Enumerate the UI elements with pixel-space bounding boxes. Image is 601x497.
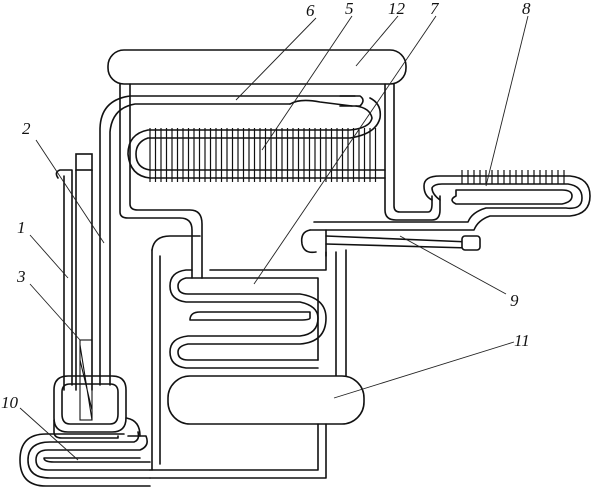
finned-condenser (127, 95, 386, 182)
absorber-vessel (167, 375, 365, 425)
label-1: 1 (17, 218, 26, 237)
condenser-fins (149, 128, 377, 182)
label-11: 11 (514, 331, 530, 350)
boiler-assembly (53, 153, 141, 439)
label-3: 3 (16, 267, 26, 286)
label-9: 9 (510, 291, 519, 310)
label-8: 8 (522, 0, 531, 18)
top-vessel (107, 49, 407, 85)
part-labels: 1 3 2 10 6 5 12 7 8 9 11 (1, 0, 531, 412)
gas-heat-exchanger (300, 229, 481, 257)
absorber-coil (169, 251, 327, 369)
return-pipe (335, 249, 347, 381)
liquid-heat-exchanger (19, 431, 151, 487)
bottom-pipes (149, 235, 327, 479)
evaporator-fins (461, 170, 565, 184)
label-10: 10 (1, 393, 19, 412)
label-12: 12 (388, 0, 406, 18)
label-2: 2 (22, 119, 31, 138)
leader-lines (19, 15, 529, 461)
label-6: 6 (306, 1, 315, 20)
label-7: 7 (430, 0, 440, 18)
evaporator (309, 170, 591, 231)
right-connector-pipe (384, 83, 441, 221)
label-5: 5 (345, 0, 354, 18)
vessel-downcomer (119, 83, 203, 279)
